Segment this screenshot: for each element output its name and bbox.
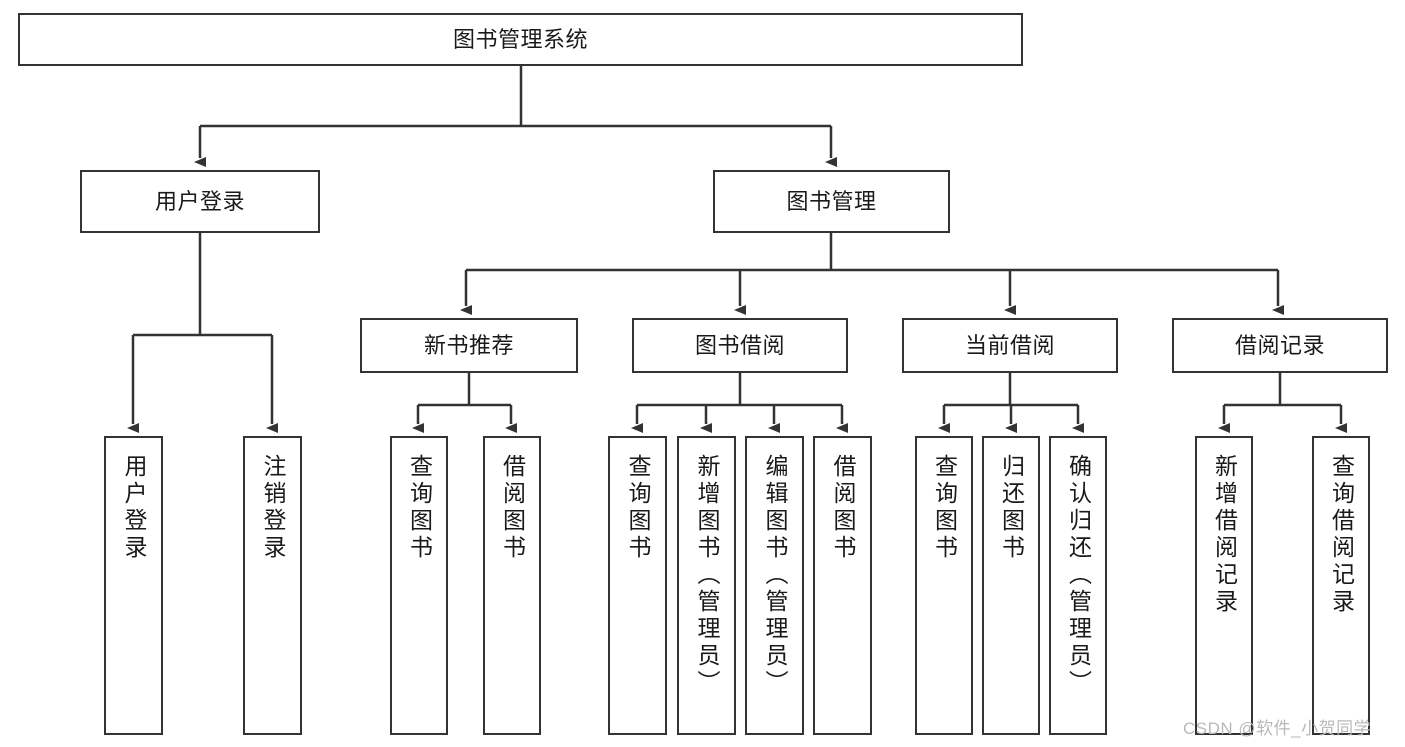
- node-leaf-edit-book[interactable]: 编辑图书（管理员）: [745, 436, 804, 735]
- node-borrow-record[interactable]: 借阅记录: [1172, 318, 1388, 373]
- node-leaf-confirm-return-label: 确认归还（管理员）: [1065, 454, 1092, 697]
- node-leaf-add-book[interactable]: 新增图书（管理员）: [677, 436, 736, 735]
- node-new-book-recommend-label: 新书推荐: [423, 332, 514, 358]
- node-current-borrow[interactable]: 当前借阅: [902, 318, 1118, 373]
- node-leaf-return-book[interactable]: 归还图书: [982, 436, 1040, 735]
- node-book-borrow-label: 图书借阅: [694, 332, 785, 358]
- connector-lines: [127, 66, 1347, 433]
- node-leaf-borrow-book-2[interactable]: 借阅图书: [813, 436, 872, 735]
- node-leaf-query-record-label: 查询借阅记录: [1328, 454, 1355, 616]
- node-leaf-logout-login[interactable]: 注销登录: [243, 436, 302, 735]
- node-book-manage[interactable]: 图书管理: [713, 170, 950, 233]
- node-root-system[interactable]: 图书管理系统: [18, 13, 1023, 66]
- node-leaf-borrow-book-2-label: 借阅图书: [830, 454, 856, 562]
- node-leaf-edit-book-label: 编辑图书（管理员）: [762, 454, 788, 697]
- node-user-login[interactable]: 用户登录: [80, 170, 320, 233]
- node-leaf-query-book-3-label: 查询图书: [931, 454, 958, 562]
- node-leaf-query-book-1[interactable]: 查询图书: [390, 436, 448, 735]
- node-leaf-query-book-2[interactable]: 查询图书: [608, 436, 667, 735]
- node-leaf-confirm-return[interactable]: 确认归还（管理员）: [1049, 436, 1107, 735]
- node-borrow-record-label: 借阅记录: [1234, 332, 1325, 358]
- node-book-manage-label: 图书管理: [786, 188, 877, 214]
- node-current-borrow-label: 当前借阅: [964, 332, 1055, 358]
- node-root-system-label: 图书管理系统: [452, 26, 588, 52]
- node-leaf-borrow-book-1[interactable]: 借阅图书: [483, 436, 541, 735]
- node-book-borrow[interactable]: 图书借阅: [632, 318, 848, 373]
- node-leaf-query-book-3[interactable]: 查询图书: [915, 436, 973, 735]
- node-user-login-label: 用户登录: [154, 188, 245, 214]
- node-leaf-query-book-1-label: 查询图书: [406, 454, 433, 562]
- node-new-book-recommend[interactable]: 新书推荐: [360, 318, 578, 373]
- node-leaf-add-record[interactable]: 新增借阅记录: [1195, 436, 1253, 735]
- node-leaf-return-book-label: 归还图书: [998, 454, 1025, 562]
- node-leaf-add-record-label: 新增借阅记录: [1211, 454, 1238, 616]
- node-leaf-query-record[interactable]: 查询借阅记录: [1312, 436, 1370, 735]
- node-leaf-logout-login-label: 注销登录: [260, 454, 286, 562]
- node-leaf-borrow-book-1-label: 借阅图书: [499, 454, 526, 562]
- node-leaf-add-book-label: 新增图书（管理员）: [694, 454, 720, 697]
- node-leaf-user-login[interactable]: 用户登录: [104, 436, 163, 735]
- node-leaf-user-login-label: 用户登录: [121, 454, 147, 562]
- node-leaf-query-book-2-label: 查询图书: [625, 454, 651, 562]
